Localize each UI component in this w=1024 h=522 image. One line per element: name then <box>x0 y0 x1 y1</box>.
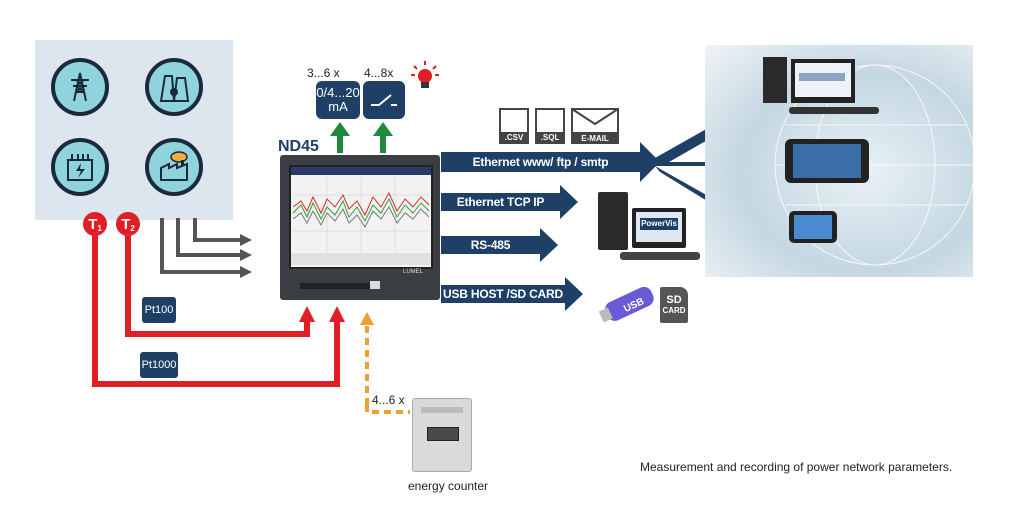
counter-terminals <box>421 407 463 413</box>
power-plant-icon <box>145 58 203 116</box>
energy-counter-device <box>412 398 472 472</box>
remote-pc-monitor-icon <box>791 59 855 103</box>
analog-output-box: 0/4...20 mA <box>316 81 360 119</box>
ethernet-tcp-label: Ethernet TCP IP <box>456 195 545 209</box>
remote-pc-tower-icon <box>763 57 787 103</box>
relay-output-count: 4...8x <box>364 66 394 80</box>
relay-output-box <box>363 81 405 119</box>
power-tower-icon <box>51 58 109 116</box>
ethernet-www-label: Ethernet www/ ftp / smtp <box>472 155 609 169</box>
factory-icon <box>145 138 203 196</box>
tablet-icon <box>785 139 869 183</box>
csv-file-icon: .CSV <box>499 108 529 144</box>
pc-screen: PowerVis <box>636 212 682 242</box>
screen-status-bar <box>291 253 431 265</box>
analog-output-range: 0/4...20 <box>316 85 360 100</box>
pc-tower-icon <box>598 192 628 250</box>
sql-file-label: .SQL <box>535 132 565 143</box>
relay-switch-icon <box>371 94 397 106</box>
pc-monitor-icon: PowerVis <box>632 208 686 248</box>
pt1000-label: Pt1000 <box>140 352 178 378</box>
sd-card-label-top: SD <box>666 293 682 306</box>
diagram-caption: Measurement and recording of power netwo… <box>640 460 953 474</box>
usb-sd-label: USB HOST /SD CARD <box>443 287 563 301</box>
recorder-screen <box>289 165 433 269</box>
sd-card-icon: SD CARD <box>660 287 688 323</box>
browser-screen <box>795 63 851 97</box>
sd-card-label-bottom: CARD <box>662 305 686 315</box>
browser-address-bar <box>799 73 845 81</box>
remote-keyboard-icon <box>789 107 879 114</box>
usb-stick-icon: USB <box>598 286 654 323</box>
smartphone-icon <box>789 211 837 243</box>
tablet-screen <box>793 144 861 178</box>
analog-output-unit: mA <box>328 99 348 114</box>
keyboard-icon <box>620 252 700 260</box>
counter-display <box>427 427 459 441</box>
csv-file-label: .CSV <box>499 132 529 143</box>
trend-graph <box>293 177 429 251</box>
pulse-input-count: 4...6 x <box>372 393 405 407</box>
alarm-lamp-icon <box>411 61 439 88</box>
powervis-logo: PowerVis <box>640 218 678 230</box>
phone-screen <box>794 215 832 239</box>
nd45-recorder: LUMEL <box>280 155 440 300</box>
transformer-icon <box>51 138 109 196</box>
network-globe-background <box>705 45 973 277</box>
rs485-label: RS-485 <box>470 238 511 252</box>
sd-slot <box>300 283 380 289</box>
pt100-label: Pt100 <box>142 297 176 323</box>
device-title: ND45 <box>278 138 319 155</box>
sql-file-icon: .SQL <box>535 108 565 144</box>
screen-header-bar <box>291 167 431 175</box>
power-sources-panel <box>35 40 233 220</box>
brand-label: LUMEL <box>403 269 424 275</box>
email-icon: E-MAIL <box>571 108 619 144</box>
email-label: E-MAIL <box>571 133 619 144</box>
analog-output-count: 3...6 x <box>307 66 340 80</box>
energy-counter-label: energy counter <box>408 479 489 493</box>
usb-port <box>370 281 380 289</box>
